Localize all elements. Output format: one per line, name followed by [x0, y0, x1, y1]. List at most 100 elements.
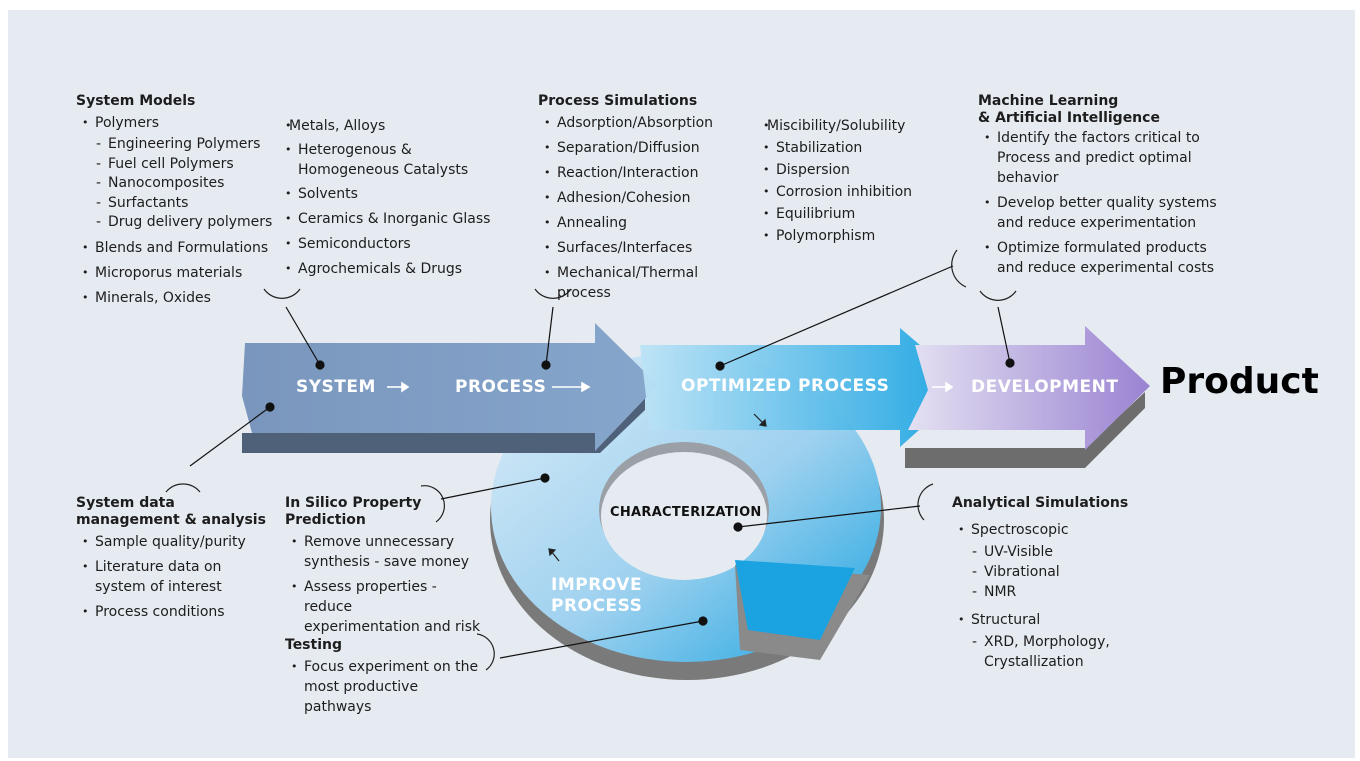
testing-item-line: Focus experiment on the [304, 659, 479, 675]
miscibility-first-item: Miscibility/Solubility [757, 116, 957, 136]
optimized-process-label: OPTIMIZED PROCESS [681, 376, 890, 396]
in-silico-title-line2: Prediction [285, 512, 366, 528]
in-silico-item-line: synthesis - save money [304, 554, 470, 570]
ml-title-line2: & Artificial Intelligence [978, 110, 1160, 126]
structural-sub-item: XRD, Morphology, Crystallization [952, 632, 1152, 672]
ml-item: Optimize formulated products and reduce … [978, 238, 1238, 278]
process-simulation-item: Surfaces/Interfaces [538, 238, 753, 258]
system-data-title-line1: System data [76, 495, 175, 511]
system-data-title-line2: management & analysis [76, 512, 266, 528]
analytical-simulations-block: Analytical Simulations Spectroscopic UV-… [952, 495, 1152, 672]
in-silico-item-line: Assess properties - reduce [304, 579, 437, 615]
system-process-arrow [242, 323, 658, 453]
spectroscopic-sub-item: UV-Visible [952, 542, 1152, 562]
materials-first-item: Metals, Alloys [279, 116, 494, 136]
process-simulation-item: Annealing [538, 213, 753, 233]
process-simulation-item: Mechanical/Thermal process [538, 263, 753, 303]
system-label: SYSTEM [296, 377, 376, 397]
system-data-item-line: Process conditions [95, 604, 225, 620]
system-model-item: Microporus materials [76, 263, 276, 283]
ml-item-line: Develop better quality systems [997, 195, 1217, 211]
optimized-process-arrow [640, 328, 968, 447]
in-silico-title-line1: In Silico Property [285, 495, 422, 511]
polymer-sub-item: Surfactants [76, 194, 276, 214]
system-models-title: System Models [76, 93, 196, 109]
catalysts-item: Heterogenous & Homogeneous Catalysts [279, 140, 494, 180]
characterization-label: CHARACTERIZATION [610, 505, 762, 520]
improve-label-line1: IMPROVE [551, 575, 643, 595]
testing-block: Testing Focus experiment on the most pro… [285, 637, 485, 722]
improve-process-label: IMPROVE PROCESS [551, 575, 642, 617]
system-data-item: Literature data on system of interest [76, 557, 276, 597]
materials-item: Agrochemicals & Drugs [279, 259, 494, 279]
polymers-item: Polymers [76, 113, 276, 133]
process-label: PROCESS [455, 377, 547, 397]
ml-item: Identify the factors critical to Process… [978, 128, 1238, 188]
structural-sub-line: Crystallization [984, 654, 1084, 670]
spectroscopic-sub-item: NMR [952, 582, 1152, 602]
process-simulation-item: Reaction/Interaction [538, 163, 753, 183]
system-data-item: Sample quality/purity [76, 532, 276, 552]
materials-item: Semiconductors [279, 234, 494, 254]
polymer-sub-item: Nanocomposites [76, 174, 276, 194]
miscibility-item: Equilibrium [757, 204, 957, 224]
system-models-block: System Models Polymers Engineering Polym… [76, 93, 276, 313]
polymer-sub-item: Fuel cell Polymers [76, 155, 276, 175]
system-data-block: System data management & analysis Sample… [76, 495, 276, 627]
machine-learning-block: Machine Learning & Artificial Intelligen… [978, 93, 1238, 283]
cycle-arrowhead [735, 560, 870, 660]
ml-item: Develop better quality systems and reduc… [978, 193, 1238, 233]
system-data-item-line: system of interest [95, 579, 222, 595]
process-simulations-block: Process Simulations Adsorption/Absorptio… [538, 93, 753, 308]
system-model-item: Minerals, Oxides [76, 288, 276, 308]
in-silico-title: In Silico Property Prediction [285, 495, 485, 529]
improve-label-line2: PROCESS [551, 596, 643, 616]
ml-item-line: Identify the factors critical to [997, 130, 1200, 146]
process-simulations-title: Process Simulations [538, 93, 698, 109]
materials-item: Solvents [279, 184, 494, 204]
ml-item-line: Process and predict optimal [997, 150, 1192, 166]
process-simulation-item: Adsorption/Absorption [538, 113, 753, 133]
testing-item-line: most productive pathways [304, 679, 419, 715]
analytical-title: Analytical Simulations [952, 495, 1129, 511]
structural-sub-line: XRD, Morphology, [984, 634, 1110, 650]
spectroscopic-sub-item: Vibrational [952, 562, 1152, 582]
flow-arrows [387, 381, 954, 393]
materials-block: Metals, Alloys Heterogenous & Homogeneou… [279, 116, 494, 284]
ml-item-line: Optimize formulated products [997, 240, 1207, 256]
miscibility-item: Stabilization [757, 138, 957, 158]
ml-item-line: and reduce experimentation [997, 215, 1197, 231]
miscibility-item: Corrosion inhibition [757, 182, 957, 202]
miscibility-item: Polymorphism [757, 226, 957, 246]
system-model-item: Blends and Formulations [76, 238, 276, 258]
system-data-item-line: Sample quality/purity [95, 534, 246, 550]
ml-item-line: behavior [997, 170, 1059, 186]
spectroscopic-item: Spectroscopic [952, 520, 1152, 540]
miscibility-item: Dispersion [757, 160, 957, 180]
in-silico-item-line: experimentation and risk [304, 619, 481, 635]
in-silico-item: Assess properties - reduce experimentati… [285, 577, 485, 637]
catalysts-line2: Homogeneous Catalysts [298, 162, 469, 178]
catalysts-line1: Heterogenous & [298, 142, 412, 158]
system-data-item: Process conditions [76, 602, 276, 622]
polymer-sub-item: Drug delivery polymers [76, 213, 276, 233]
ml-title-line1: Machine Learning [978, 93, 1119, 109]
in-silico-item-line: Remove unnecessary [304, 534, 455, 550]
product-label: Product [1160, 361, 1319, 402]
process-simulation-item: Separation/Diffusion [538, 138, 753, 158]
development-label: DEVELOPMENT [971, 377, 1119, 397]
system-data-item-line: Literature data on [95, 559, 222, 575]
system-data-title: System data management & analysis [76, 495, 276, 529]
process-simulation-item: Adhesion/Cohesion [538, 188, 753, 208]
testing-title: Testing [285, 637, 342, 653]
structural-item: Structural [952, 610, 1152, 630]
polymer-sub-item: Engineering Polymers [76, 135, 276, 155]
cycle-small-arrows [548, 413, 767, 562]
development-arrow [905, 326, 1150, 468]
testing-item: Focus experiment on the most productive … [285, 657, 485, 717]
connector-lines [189, 265, 1015, 659]
ml-item-line: and reduce experimental costs [997, 260, 1215, 276]
in-silico-item: Remove unnecessary synthesis - save mone… [285, 532, 485, 572]
in-silico-block: In Silico Property Prediction Remove unn… [285, 495, 485, 642]
